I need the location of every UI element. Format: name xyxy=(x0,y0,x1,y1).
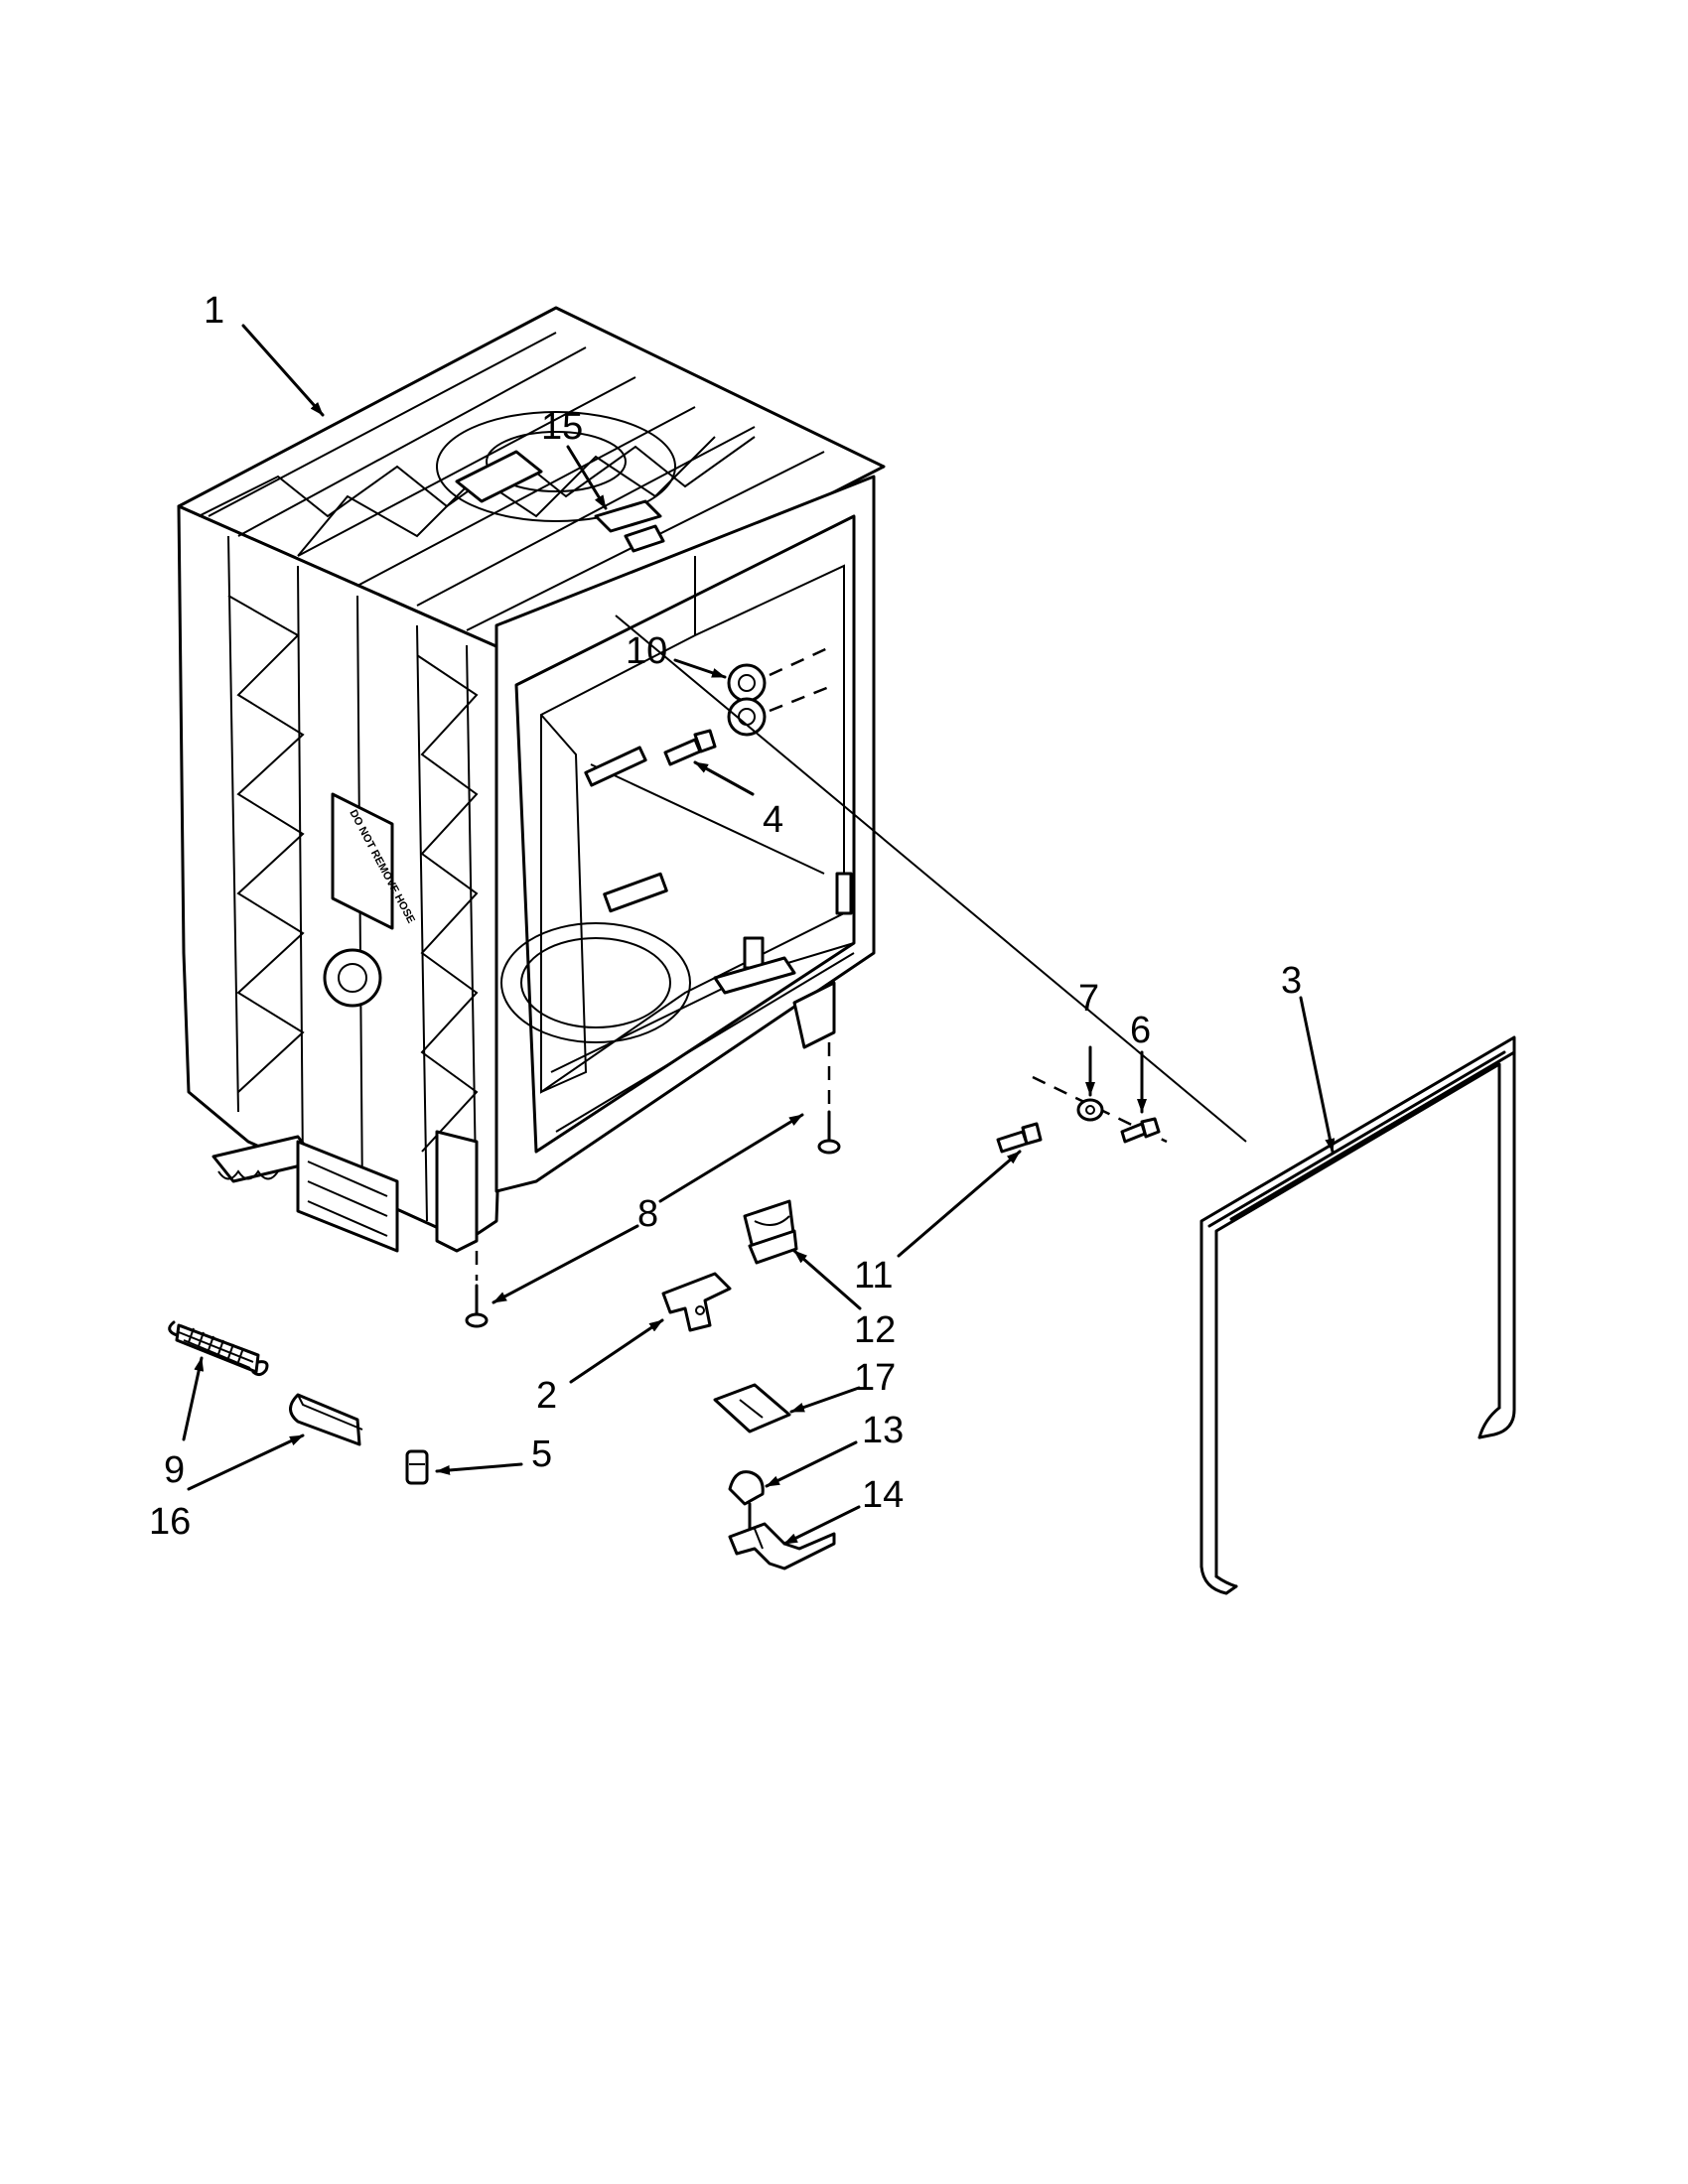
callout-8: 8 xyxy=(637,1193,658,1235)
callout-10: 10 xyxy=(626,630,667,672)
callout-2: 2 xyxy=(536,1375,557,1417)
callout-4: 4 xyxy=(763,799,783,841)
callout-5: 5 xyxy=(531,1433,552,1475)
callout-6: 6 xyxy=(1130,1010,1151,1051)
pad-part-17 xyxy=(713,1383,791,1433)
screw-part-6 xyxy=(1120,1117,1161,1144)
callout-11: 11 xyxy=(854,1255,893,1297)
spring-part-9 xyxy=(168,1320,269,1377)
washer-part-7 xyxy=(1076,1098,1104,1122)
callout-14: 14 xyxy=(862,1474,904,1516)
callout-numbers: 1 2 3 4 5 6 7 8 9 10 11 12 13 14 15 16 1… xyxy=(149,290,1302,1543)
bracket-part-2 xyxy=(661,1272,732,1332)
callout-7: 7 xyxy=(1078,978,1099,1020)
callout-15: 15 xyxy=(541,406,583,448)
clip-part-12 xyxy=(743,1199,798,1265)
cap-part-5 xyxy=(405,1449,429,1485)
callout-9: 9 xyxy=(164,1449,185,1491)
door-gasket-part-3 xyxy=(1199,1035,1516,1595)
callout-1: 1 xyxy=(204,290,224,332)
screw-part-11 xyxy=(996,1122,1043,1154)
callout-12: 12 xyxy=(854,1309,896,1351)
leveling-leg-front xyxy=(465,1251,489,1328)
tub-assembly: DO NOT REMOVE HOSE xyxy=(177,306,886,1253)
callout-3: 3 xyxy=(1281,960,1302,1002)
bracket-part-14 xyxy=(728,1522,836,1570)
grommet-part-13 xyxy=(728,1470,765,1531)
callout-16: 16 xyxy=(149,1501,191,1543)
callout-leaders xyxy=(182,324,1336,1546)
callout-13: 13 xyxy=(862,1410,904,1451)
callout-17: 17 xyxy=(854,1357,896,1399)
screw-part-4 xyxy=(663,729,717,766)
roller-part-10 xyxy=(727,643,835,737)
cover-part-16 xyxy=(289,1393,363,1446)
leveling-leg-rear xyxy=(817,1042,841,1155)
